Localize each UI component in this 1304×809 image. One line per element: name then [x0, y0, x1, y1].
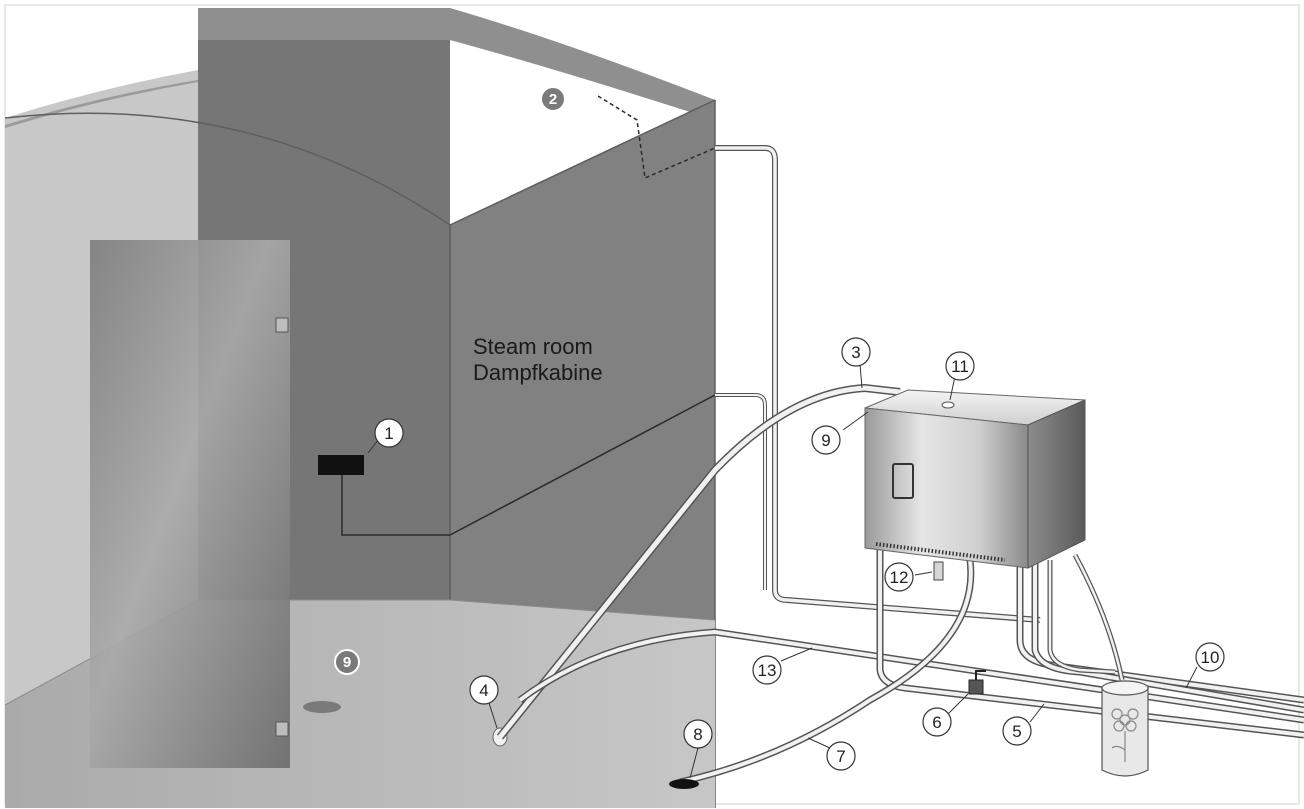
floor-drain-outside [669, 779, 699, 789]
control-panel [318, 455, 364, 475]
callout-7: 7 [807, 737, 856, 771]
roof-curve [198, 8, 715, 120]
door-hinge-top [275, 317, 289, 333]
callout-10: 10 [1185, 642, 1225, 689]
water-valve [968, 670, 986, 695]
callout-12: 12 [884, 562, 933, 592]
steam-generator [864, 389, 1086, 581]
svg-text:7: 7 [836, 747, 845, 766]
callout-2: 2 [540, 86, 599, 112]
callout-1: 1 [367, 418, 404, 454]
callout-3: 3 [841, 337, 871, 389]
svg-text:8: 8 [693, 725, 702, 744]
svg-text:3: 3 [851, 343, 860, 362]
callout-4: 4 [469, 675, 499, 729]
callout-11: 11 [945, 351, 975, 401]
svg-text:4: 4 [479, 681, 488, 700]
svg-text:12: 12 [890, 568, 909, 587]
glass-door [90, 240, 290, 768]
pipes [496, 145, 1304, 786]
room-label-english: Steam room [473, 334, 593, 359]
svg-text:2: 2 [549, 91, 557, 108]
fragrance-container [1101, 680, 1149, 777]
callout-13: 13 [752, 647, 813, 685]
callout-6: 6 [922, 693, 969, 737]
svg-text:9: 9 [821, 431, 830, 450]
svg-text:10: 10 [1201, 648, 1220, 667]
door-hinge-bottom [275, 721, 289, 737]
callout-5: 5 [1002, 703, 1045, 746]
svg-text:13: 13 [758, 661, 777, 680]
svg-text:9: 9 [343, 654, 351, 671]
callout-9-room: 9 [334, 649, 360, 675]
left-wall-edge [5, 80, 198, 128]
callout-9-generator: 9 [811, 411, 869, 455]
svg-text:11: 11 [951, 357, 969, 376]
floor-side-edge [449, 599, 716, 621]
room-label-german: Dampfkabine [473, 360, 603, 385]
callout-8: 8 [683, 719, 713, 779]
floor-drain-inside [303, 701, 341, 713]
svg-text:1: 1 [384, 424, 393, 443]
temperature-sensor-cable [597, 95, 716, 180]
roof-edge-line [449, 99, 716, 226]
control-panel-cable [341, 394, 716, 536]
svg-text:6: 6 [932, 713, 941, 732]
roof-arc-line [4, 112, 451, 226]
svg-text:5: 5 [1012, 722, 1021, 741]
steam-room [4, 8, 716, 808]
